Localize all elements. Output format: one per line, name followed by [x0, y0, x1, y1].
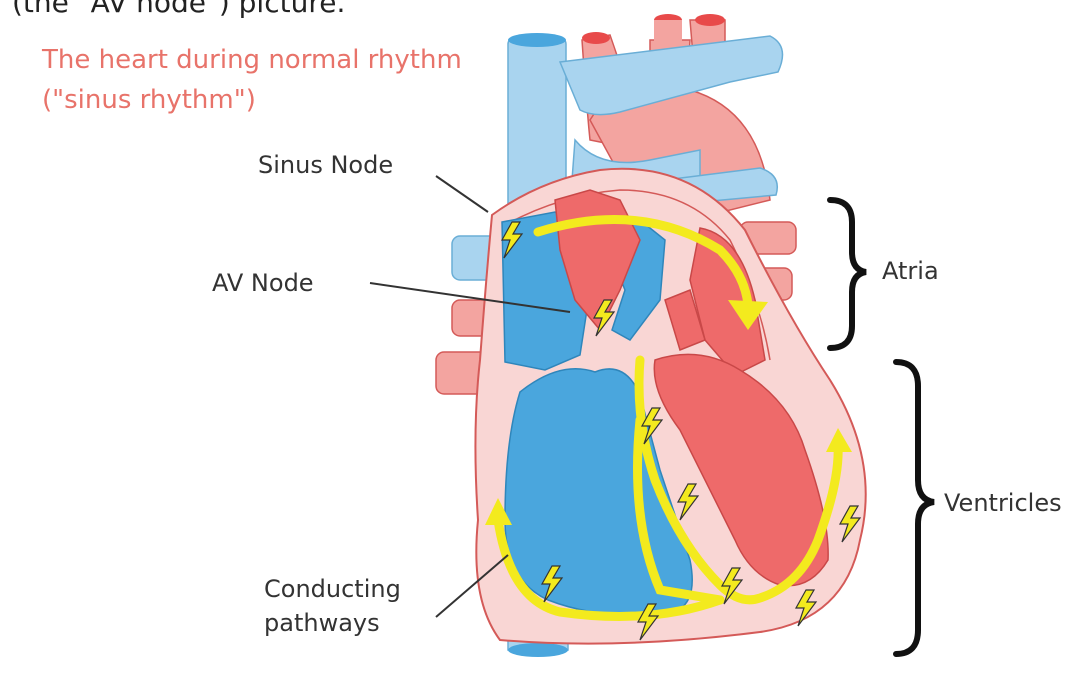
conducting-pathways-label: Conducting pathways — [264, 572, 401, 640]
av-node-label: AV Node — [212, 266, 314, 300]
sinus-node-leader — [436, 176, 488, 212]
sinus-node-label: Sinus Node — [258, 148, 393, 182]
atria-brace — [830, 200, 866, 348]
conducting-label-line2: pathways — [264, 606, 401, 640]
ventricles-brace — [896, 362, 934, 654]
atria-label: Atria — [882, 254, 939, 288]
conducting-label-line1: Conducting — [264, 572, 401, 606]
ventricles-label: Ventricles — [944, 486, 1062, 520]
